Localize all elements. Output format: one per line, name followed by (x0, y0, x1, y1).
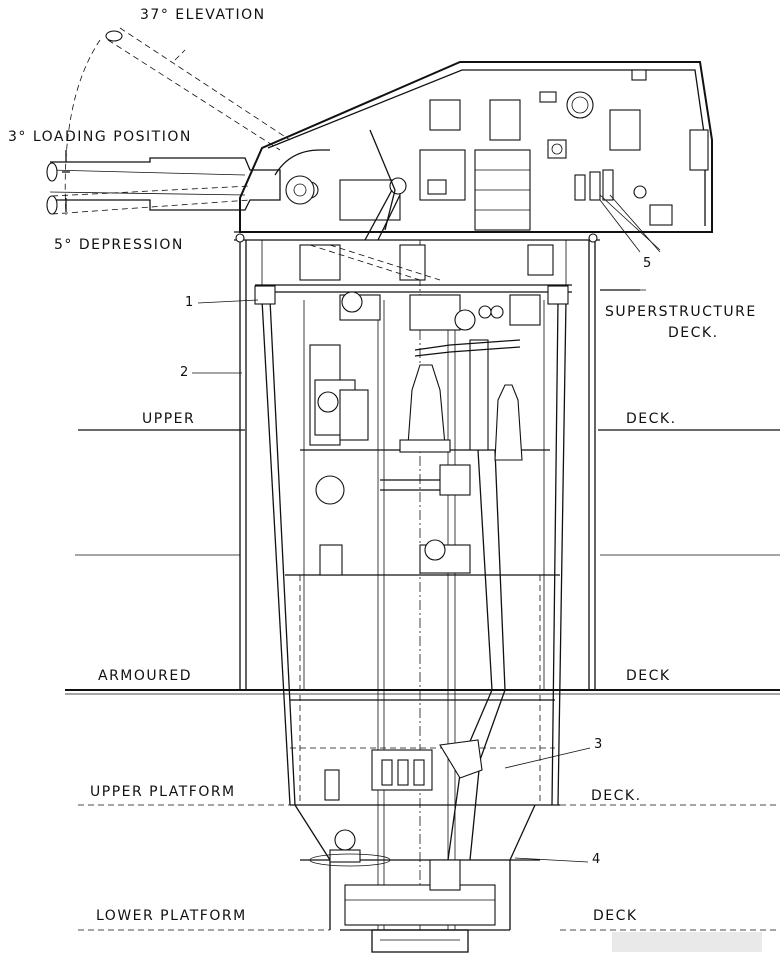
upper-deck-label: DECK. (626, 411, 677, 427)
callout-2: 2 (180, 365, 189, 380)
armoured-label: ARMOURED (98, 668, 193, 684)
watermark (612, 932, 762, 952)
callout-3: 3 (594, 737, 603, 752)
angle-arcs (62, 39, 101, 216)
callout-1: 1 (185, 295, 194, 310)
depression-label: 5° DEPRESSION (54, 237, 184, 253)
lower-platform-label: LOWER PLATFORM (96, 908, 247, 924)
superstructure-label: SUPERSTRUCTURE (605, 304, 757, 320)
machinery (309, 291, 541, 926)
callout-leaders (192, 199, 641, 863)
callout-4: 4 (592, 852, 601, 867)
callout-5: 5 (643, 256, 652, 271)
upper-platform-deck-label: DECK. (591, 788, 642, 804)
gun-barrels (46, 27, 315, 215)
deck-lines (65, 289, 780, 931)
gunhouse (234, 61, 713, 305)
upper-platform-label: UPPER PLATFORM (90, 784, 236, 800)
lower-platform-deck-label: DECK (593, 908, 638, 924)
upper-label: UPPER (142, 411, 196, 427)
barbette-structure (239, 240, 596, 953)
armoured-deck-label: DECK (626, 668, 671, 684)
elevation-label: 37° ELEVATION (140, 7, 266, 23)
superstructure-deck-label: DECK. (668, 325, 719, 341)
loading-position-label: 3° LOADING POSITION (8, 129, 192, 145)
